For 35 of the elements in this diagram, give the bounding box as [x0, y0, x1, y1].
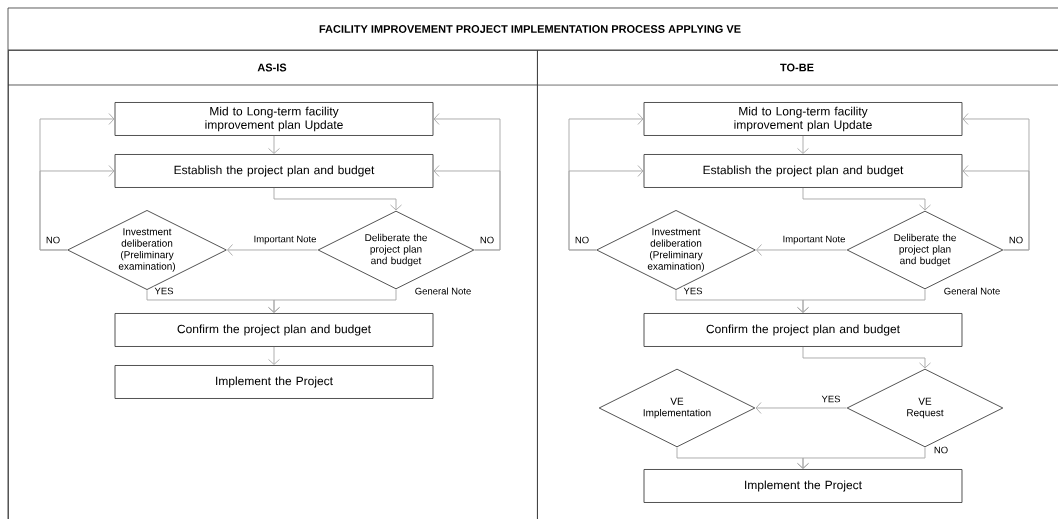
arrow [268, 135, 280, 154]
edge-label: Important Note [781, 234, 847, 246]
arrow [802, 187, 931, 211]
process-box: Mid to Long-term facility improvement plan Update [114, 102, 434, 136]
edge-label: NO [1007, 235, 1025, 245]
arrow [797, 289, 926, 313]
edge-label: YES [153, 286, 175, 296]
edge-label: NO [932, 445, 950, 455]
arrow [797, 447, 926, 469]
arrow [268, 289, 397, 313]
arrow [568, 165, 644, 251]
edge-label: NO [573, 235, 591, 245]
process-box: Implement the Project [643, 469, 963, 503]
arrow [433, 165, 501, 251]
edge-label: YES [820, 394, 842, 404]
process-box: Establish the project plan and budget [643, 154, 963, 188]
arrow [756, 244, 847, 256]
process-box: Confirm the project plan and budget [643, 313, 963, 347]
edge-label: YES [682, 286, 704, 296]
arrow [268, 346, 280, 365]
edge-label: NO [478, 235, 496, 245]
arrow [39, 165, 115, 251]
arrow [227, 244, 318, 256]
arrow [273, 187, 402, 211]
process-box: Confirm the project plan and budget [114, 313, 434, 347]
process-box: Implement the Project [114, 365, 434, 399]
edge-label: NO [44, 235, 62, 245]
arrow [797, 135, 809, 154]
title: FACILITY IMPROVEMENT PROJECT IMPLEMENTATION PROCESS APPLYING VE [319, 25, 741, 33]
process-box: Establish the project plan and budget [114, 154, 434, 188]
process-box: Mid to Long-term facility improvement plan Update [643, 102, 963, 136]
arrow [962, 165, 1030, 251]
arrow [755, 402, 847, 414]
arrow [802, 346, 931, 369]
edge-label: Important Note [252, 234, 318, 246]
